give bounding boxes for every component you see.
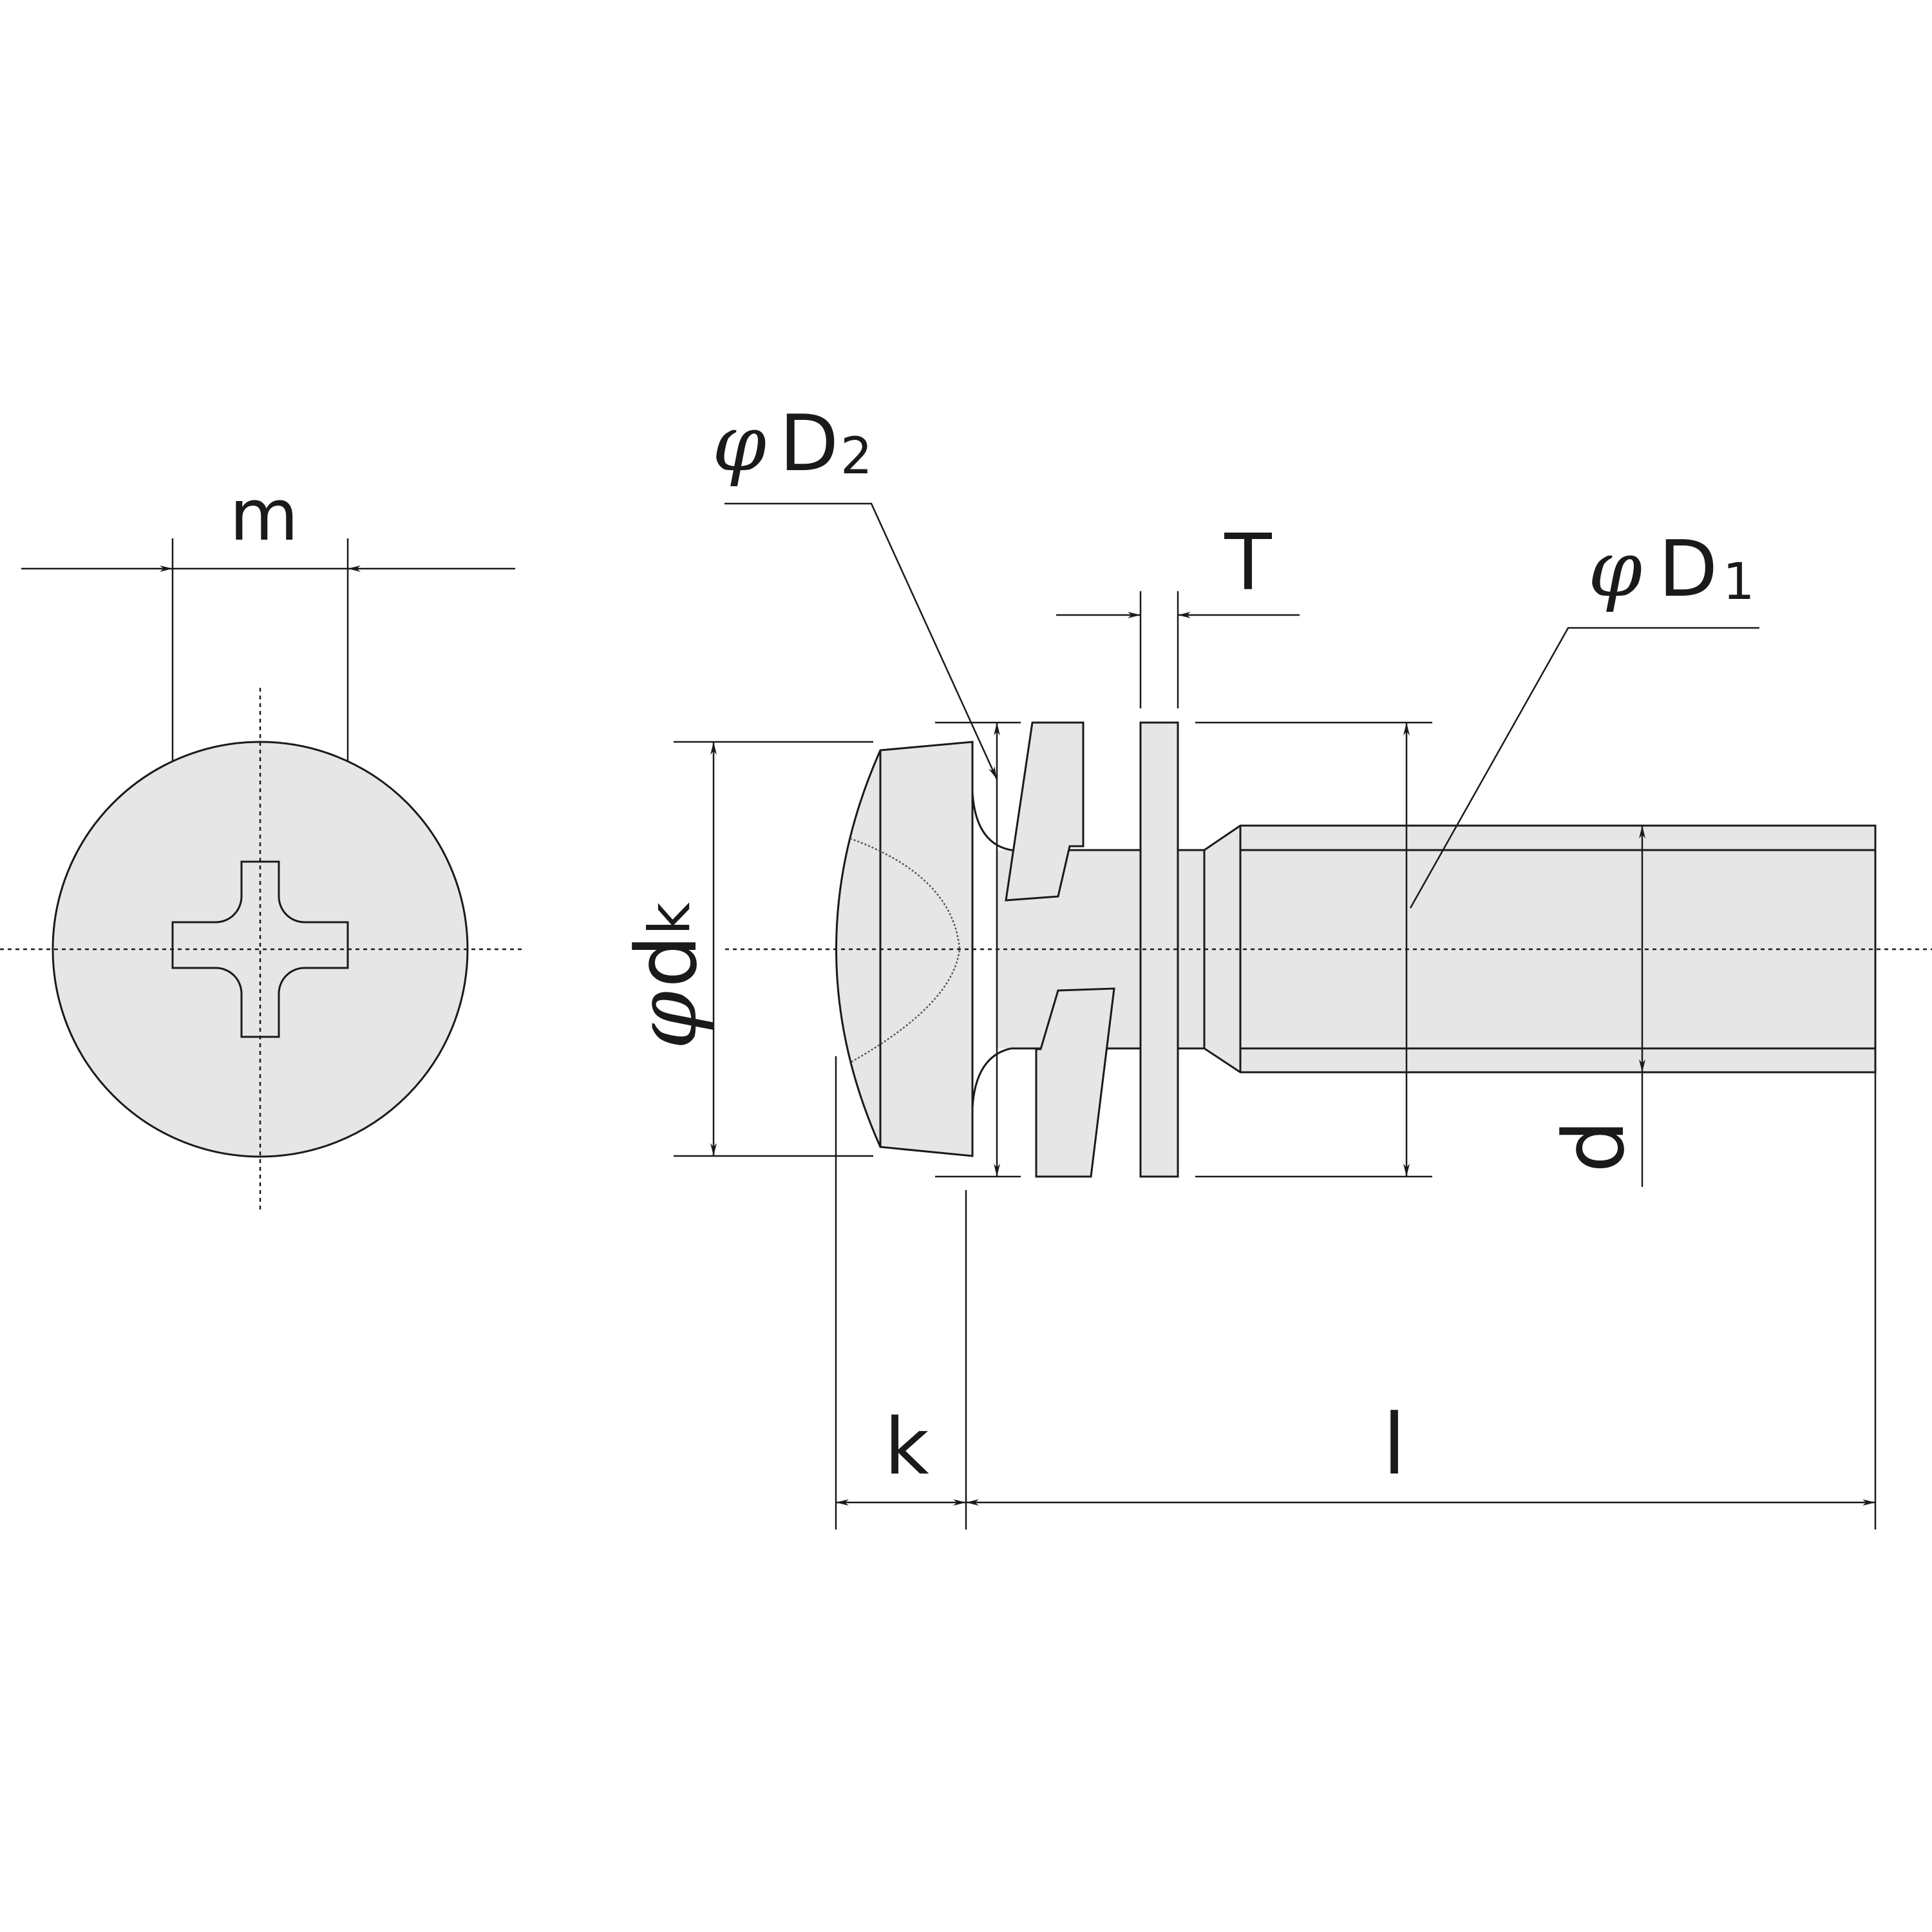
- screw-side-view: [725, 721, 1932, 1178]
- label-phi-d1-sub: 1: [1723, 553, 1755, 611]
- dimension-k: k: [835, 1056, 967, 1530]
- spring-washer-top: [1005, 721, 1084, 902]
- dimension-phi-d1: φ D 1: [1195, 525, 1759, 1178]
- label-phi-d2-sub: 2: [840, 428, 873, 486]
- under-head-fillet-top: [971, 791, 1012, 851]
- dimension-m: m: [21, 474, 515, 761]
- dimension-phi-dk: φ d k: [618, 741, 873, 1157]
- spring-washer-bottom: [1035, 987, 1115, 1178]
- label-phi-d2-letter: D: [779, 399, 838, 489]
- label-phi-dk-sub: k: [636, 902, 703, 935]
- dimension-phi-d2: φ D 2: [712, 399, 1021, 1178]
- label-phi-dk-letter: d: [618, 934, 715, 988]
- label-l: l: [1383, 1396, 1406, 1493]
- label-d: d: [1545, 1120, 1643, 1173]
- head-end-view: [0, 688, 523, 1211]
- phillips-recess-icon: [171, 860, 349, 1038]
- dimension-l: l: [966, 1072, 1877, 1530]
- d2-leader: [724, 502, 998, 780]
- under-head-fillet-bottom: [971, 1047, 1012, 1108]
- d1-leader: [1409, 627, 1759, 909]
- label-m: m: [229, 474, 298, 556]
- label-phi-dk-symbol: φ: [618, 990, 715, 1049]
- label-phi-d1-letter: D: [1658, 525, 1718, 614]
- dimension-t: T: [1056, 518, 1300, 708]
- label-t: T: [1224, 518, 1272, 608]
- label-phi-d1-symbol: φ: [1588, 525, 1642, 614]
- label-phi-d2-symbol: φ: [712, 399, 766, 489]
- label-k: k: [884, 1403, 929, 1492]
- dimension-d: d: [1545, 826, 1645, 1187]
